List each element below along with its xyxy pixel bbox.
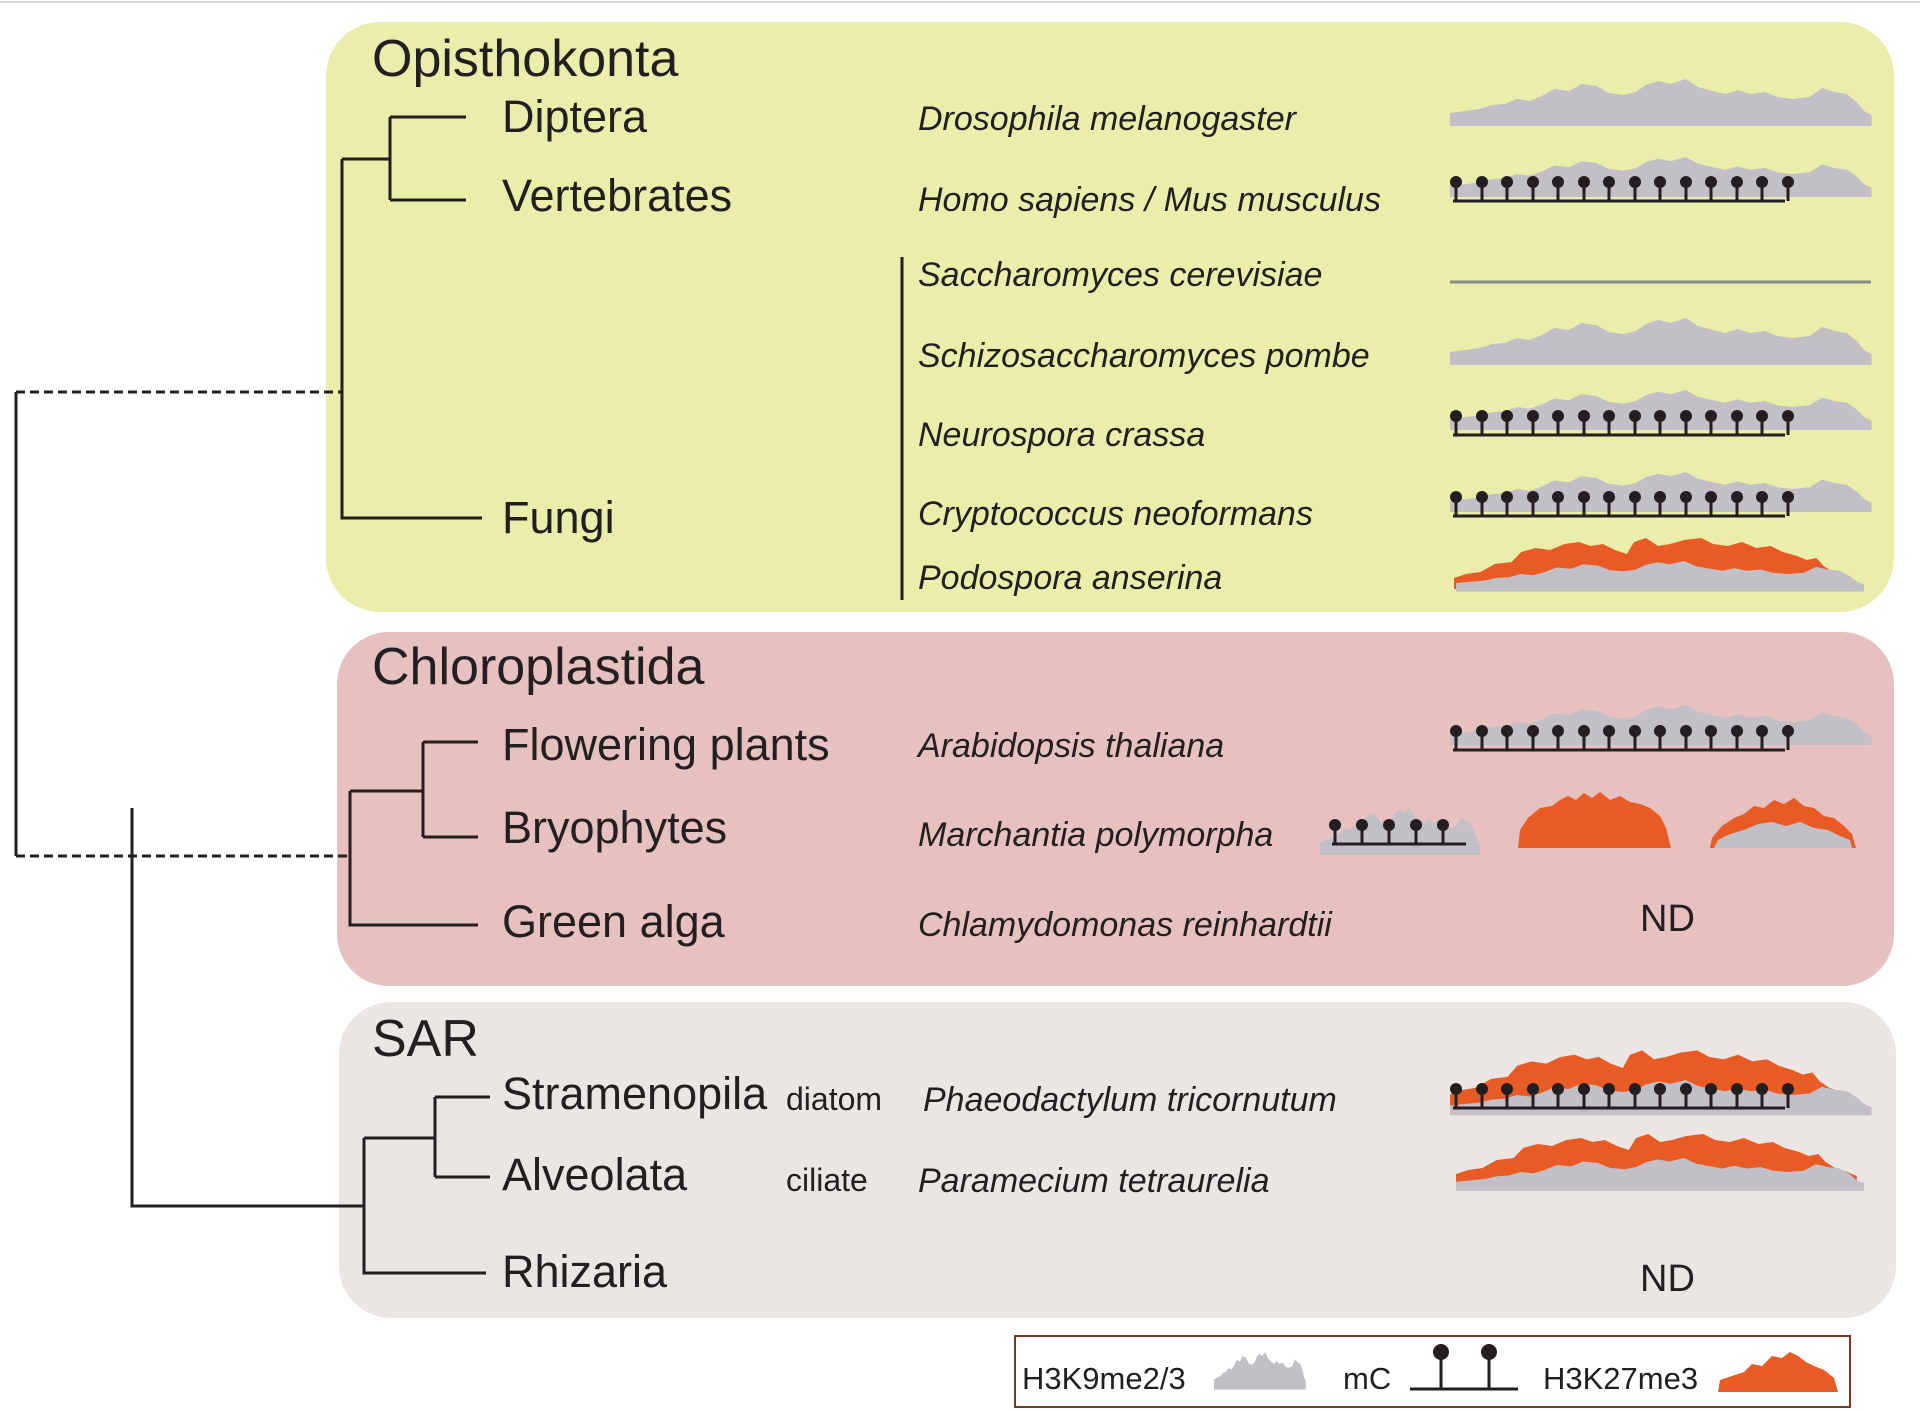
- orange-peak-icon: [1718, 1352, 1838, 1392]
- species-label: Phaeodactylum tricornutum: [923, 1081, 1337, 1119]
- legend-box: [1014, 1335, 1851, 1408]
- clade-label-alveolata: Alveolata: [502, 1149, 688, 1200]
- species-label: Neurospora crassa: [918, 416, 1205, 454]
- species-label: Marchantia polymorpha: [918, 816, 1273, 854]
- clade-label-stramenopila: Stramenopila: [502, 1068, 768, 1119]
- clade-label-green-alga: Green alga: [502, 896, 726, 947]
- opisthokonta-title: Opisthokonta: [372, 30, 678, 88]
- sar-branch: [362, 1136, 486, 1275]
- clade-label-rhizaria: Rhizaria: [502, 1246, 668, 1297]
- clade-label-flowering-plants: Flowering plants: [502, 719, 830, 770]
- species-label: Podospora anserina: [918, 559, 1222, 597]
- clade-label-diptera: Diptera: [502, 91, 648, 142]
- species-label: Homo sapiens / Mus musculus: [918, 181, 1381, 219]
- chloroplastida-panel: [337, 632, 1894, 986]
- common-name-ciliate: ciliate: [786, 1162, 868, 1198]
- clade-label-bryophytes: Bryophytes: [502, 802, 727, 853]
- legend-label-mc: mC: [1343, 1361, 1391, 1396]
- species-label: Cryptococcus neoformans: [918, 495, 1313, 533]
- chloroplastida-title: Chloroplastida: [372, 638, 704, 696]
- legend-label-h3k9: H3K9me2/3: [1022, 1361, 1186, 1396]
- phylogenetic-tree: [14, 115, 904, 1275]
- species-label: Drosophila melanogaster: [918, 100, 1298, 138]
- opisthokonta-panel: [326, 22, 1894, 612]
- clade-label-fungi: Fungi: [502, 492, 615, 543]
- nd-label: ND: [1640, 1258, 1695, 1300]
- species-label: Arabidopsis thaliana: [916, 727, 1224, 765]
- species-label: Chlamydomonas reinhardtii: [918, 906, 1333, 944]
- common-name-diatom: diatom: [786, 1081, 882, 1117]
- nd-label: ND: [1640, 898, 1695, 940]
- legend-label-h3k27: H3K27me3: [1543, 1361, 1698, 1396]
- species-label: Saccharomyces cerevisiae: [918, 256, 1322, 294]
- clade-label-vertebrates: Vertebrates: [502, 170, 732, 221]
- sar-title: SAR: [372, 1010, 479, 1068]
- diptera-vertebrates-node: [388, 115, 466, 202]
- lollipop-icon: [1410, 1344, 1518, 1391]
- legend: H3K9me2/3 mC H3K27me3: [1014, 1335, 1851, 1408]
- species-label: Schizosaccharomyces pombe: [918, 337, 1370, 375]
- sar-link: [130, 808, 364, 1208]
- mark-profiles: [1320, 79, 1872, 1191]
- species-label: Paramecium tetraurelia: [918, 1162, 1269, 1200]
- chloroplastida-branch: [348, 789, 478, 927]
